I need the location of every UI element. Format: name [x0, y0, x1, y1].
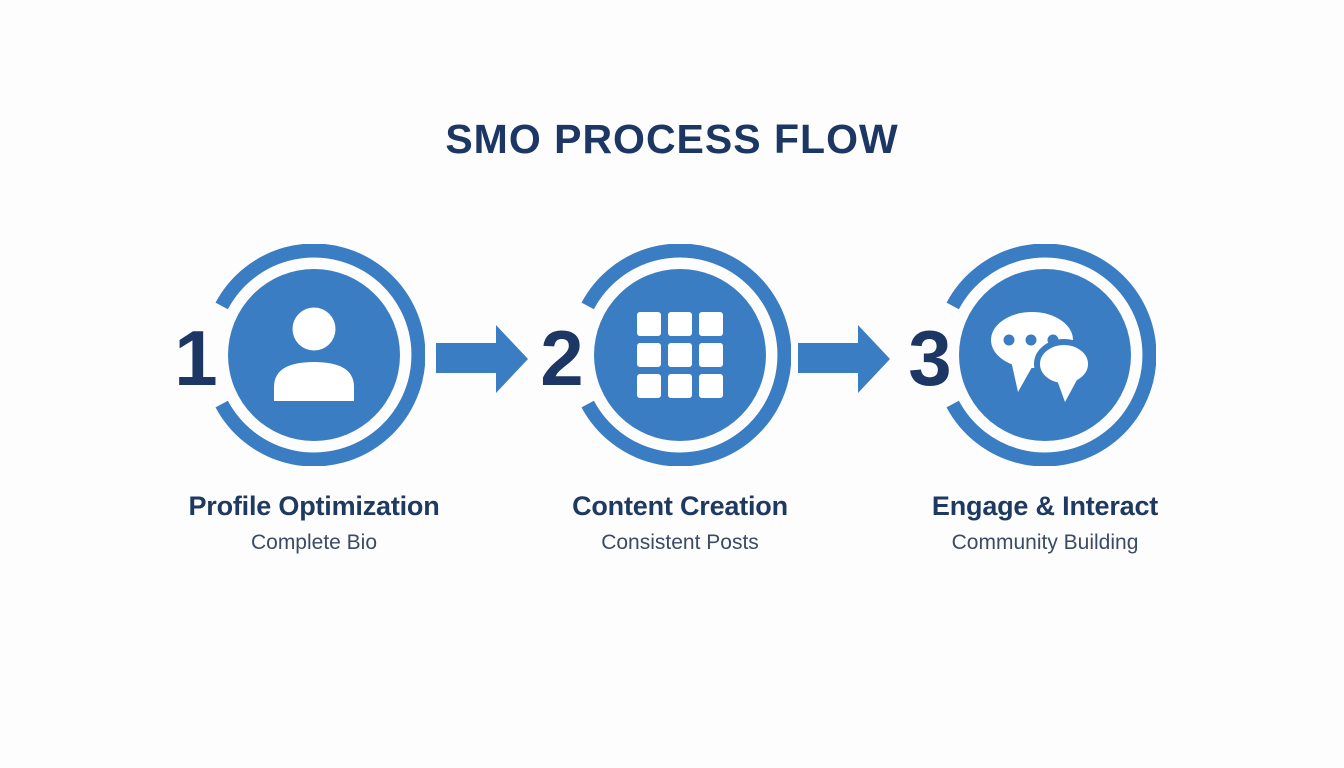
badge-ring: [215, 244, 425, 466]
user-icon: [215, 244, 425, 466]
step-2-title: Content Creation: [572, 491, 788, 521]
step-3-number: 3: [908, 314, 952, 402]
step-2-number: 2: [540, 314, 584, 402]
badge-ring: [581, 244, 791, 466]
step-1-subtitle: Complete Bio: [250, 531, 378, 554]
user-glyph: [274, 307, 354, 401]
chat-bubbles-icon: [946, 244, 1156, 466]
arrow-right-icon: [798, 325, 890, 393]
step-3-badge: [934, 244, 1156, 466]
step-1-number: 1: [174, 314, 218, 402]
badge-circle: [228, 269, 400, 441]
step-3-subtitle: Community Building: [951, 531, 1139, 554]
step-2-subtitle: Consistent Posts: [601, 531, 759, 554]
step-2-badge: [569, 244, 791, 466]
badge-ring: [946, 244, 1156, 466]
grid-icon: [581, 244, 791, 466]
grid-glyph: [637, 312, 723, 398]
step-3-title: Engage & Interact: [931, 491, 1159, 521]
chat-bubbles-glyph: [991, 312, 1094, 402]
step-1-title: Profile Optimization: [188, 491, 440, 521]
step-1-badge: [203, 244, 425, 466]
arrow-right-icon: [436, 325, 528, 393]
diagram-title: SMO PROCESS FLOW: [445, 116, 899, 162]
